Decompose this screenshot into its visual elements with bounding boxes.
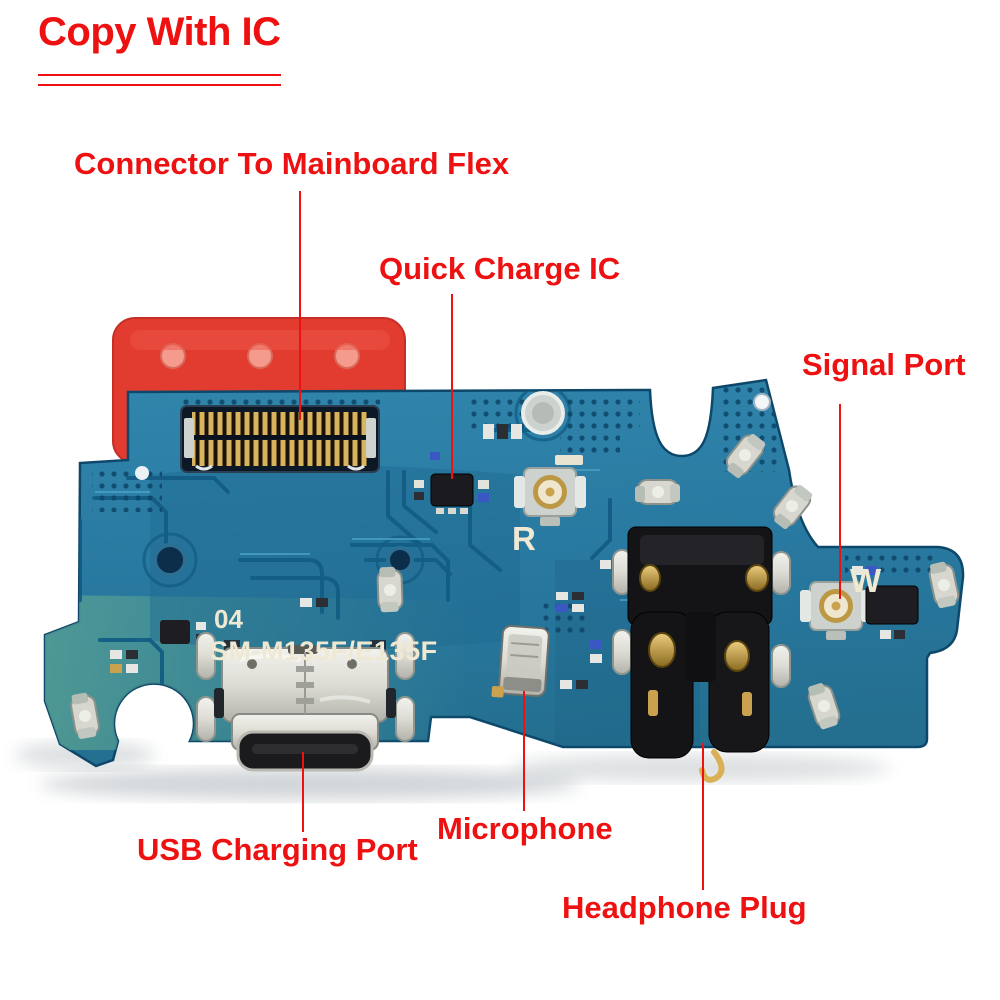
through-hole-left [153, 543, 187, 577]
label-microphone: Microphone [437, 811, 613, 846]
label-signal-port: Signal Port [802, 347, 966, 382]
usb-charging-port [214, 640, 396, 772]
screw-hole-center [532, 402, 554, 424]
silkscreen-text: 04 SM-M135F/E135F R W [210, 520, 882, 666]
marking-w: W [850, 562, 882, 599]
via-hole-right [753, 393, 771, 411]
ic-near-w [865, 585, 919, 625]
pointer-line-quick-charge [451, 294, 453, 479]
pointer-line-signal-port [839, 404, 841, 599]
solder-pads [196, 549, 791, 742]
label-quick-charge-ic: Quick Charge IC [379, 251, 621, 286]
marking-r: R [512, 520, 536, 557]
silkscreen-code: 04 [214, 604, 243, 634]
page-title: Copy With IC [38, 10, 281, 54]
label-headphone-plug: Headphone Plug [562, 890, 807, 925]
label-connector-to-mainboard-flex: Connector To Mainboard Flex [74, 146, 510, 181]
silkscreen-model: SM-M135F/E135F [210, 636, 438, 666]
pointer-line-headphone [702, 743, 704, 890]
microphone-component [491, 625, 550, 698]
label-usb-charging-port: USB Charging Port [137, 832, 418, 867]
via-hole-left [135, 466, 149, 480]
headphone-jack [627, 526, 773, 783]
pointer-line-microphone [523, 691, 525, 811]
title-underline [38, 74, 281, 86]
pointer-line-connector [299, 191, 301, 420]
through-hole-mid [386, 546, 414, 574]
pointer-line-usb [302, 752, 304, 832]
smd-components [110, 424, 905, 689]
mainboard-flex-connector [180, 405, 380, 473]
